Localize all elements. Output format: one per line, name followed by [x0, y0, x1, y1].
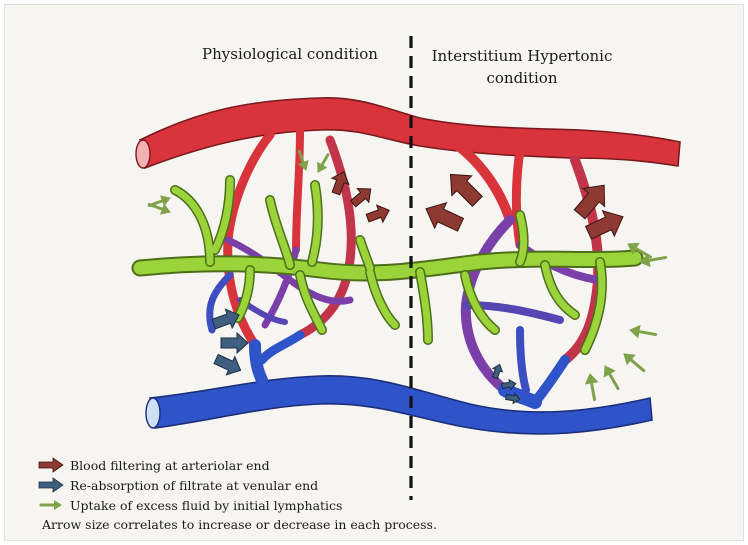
title-hypertonic: Interstitium Hypertonic condition — [422, 45, 622, 89]
legend-label-lymph-uptake: Uptake of excess fluid by initial lympha… — [70, 498, 342, 513]
lymph-uptake-arrow-icon — [629, 324, 657, 340]
lymph-uptake-arrow-icon — [314, 152, 333, 174]
legend-note: Arrow size correlates to increase or dec… — [42, 515, 437, 535]
legend-label-filtration: Blood filtering at arteriolar end — [70, 458, 270, 473]
lymph-uptake-arrow-icon — [600, 363, 623, 392]
title-hypertonic-line1: Interstitium Hypertonic — [422, 45, 622, 67]
legend-item-lymph-uptake: Uptake of excess fluid by initial lympha… — [38, 495, 437, 515]
lymph-uptake-arrow-icon — [38, 497, 64, 513]
filtration-arrow-icon — [420, 196, 466, 237]
legend-item-filtration: Blood filtering at arteriolar end — [38, 455, 437, 475]
venule-vessel — [150, 376, 652, 434]
lymph-uptake-arrow-icon — [584, 373, 600, 401]
reabsorption-arrow-icon — [221, 333, 248, 353]
reabsorption-arrow-icon — [38, 477, 64, 493]
title-hypertonic-line2: condition — [422, 67, 622, 89]
lymph-uptake-arrow-icon — [620, 349, 648, 375]
venule-lumen — [146, 398, 160, 428]
arteriole-lumen — [136, 140, 150, 168]
legend-label-reabsorption: Re-absorption of filtrate at venular end — [70, 478, 318, 493]
filtration-arrow-icon — [38, 457, 64, 473]
venule — [146, 376, 652, 434]
legend-item-reabsorption: Re-absorption of filtrate at venular end — [38, 475, 437, 495]
arteriole — [136, 98, 680, 168]
legend: Blood filtering at arteriolar end Re-abs… — [38, 455, 437, 535]
title-physiological: Physiological condition — [180, 45, 400, 63]
reabsorption-arrow-icon — [212, 350, 245, 380]
filtration-arrow-icon — [364, 202, 392, 227]
